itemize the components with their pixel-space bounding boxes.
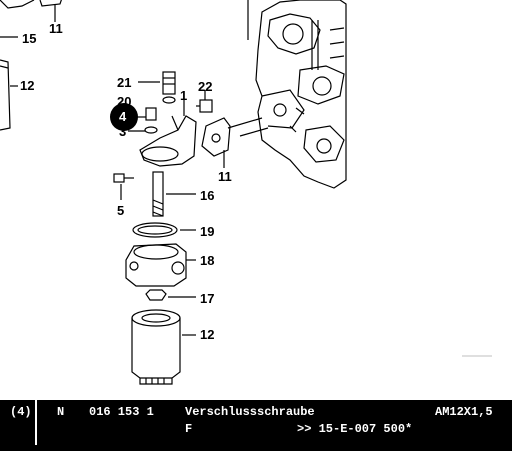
callout-15[interactable]: 15 <box>22 31 37 46</box>
callout-22[interactable]: 22 <box>198 79 213 94</box>
exploded-parts-diagram <box>0 0 492 385</box>
engine-block-drawing <box>227 0 347 189</box>
part-5-bolt <box>113 173 134 200</box>
part-description: Verschlussschraube <box>185 405 315 419</box>
callout-16[interactable]: 16 <box>200 188 215 203</box>
callout-3[interactable]: 3 <box>119 124 127 139</box>
callout-11-top[interactable]: 11 <box>49 21 63 36</box>
column-separator <box>35 400 37 445</box>
callout-19[interactable]: 19 <box>200 224 215 239</box>
part-number: 016 153 1 <box>89 405 154 419</box>
part-reference: >> 15-E-007 500* <box>297 422 413 436</box>
part-11-gasket <box>201 117 231 168</box>
part-sub-code: F <box>185 422 193 436</box>
part-12-oil-filter <box>131 309 196 385</box>
part-17-nut <box>145 289 196 301</box>
part-index: (4) <box>10 405 32 419</box>
callout-17[interactable]: 17 <box>200 291 215 306</box>
callout-20[interactable]: 20 <box>117 94 132 109</box>
top-left-fragment <box>0 0 62 38</box>
part-type: N <box>57 405 65 419</box>
callout-4-highlight <box>110 103 138 131</box>
callout-12-bottom[interactable]: 12 <box>200 327 215 342</box>
callout-4[interactable]: 4 <box>119 109 127 124</box>
callout-11-mid[interactable]: 11 <box>218 169 232 184</box>
part-info-bar[interactable]: (4) N 016 153 1 Verschlussschraube AM12X… <box>0 400 512 451</box>
callout-5[interactable]: 5 <box>117 203 125 218</box>
callout-18[interactable]: 18 <box>200 253 215 268</box>
callout-12-left[interactable]: 12 <box>20 78 35 93</box>
callout-1[interactable]: 1 <box>180 88 188 103</box>
part-18-cooler <box>125 243 196 287</box>
left-filter-fragment <box>0 59 18 131</box>
part-21-sensor <box>138 71 176 95</box>
part-16-pipe <box>152 171 196 217</box>
part-19-seal-ring <box>132 222 196 238</box>
part-spec: AM12X1,5 <box>435 405 493 419</box>
part-20-washer <box>162 96 176 104</box>
part-1-filter-housing <box>139 100 197 167</box>
part-22-sender <box>196 90 213 113</box>
callout-21[interactable]: 21 <box>117 75 132 90</box>
